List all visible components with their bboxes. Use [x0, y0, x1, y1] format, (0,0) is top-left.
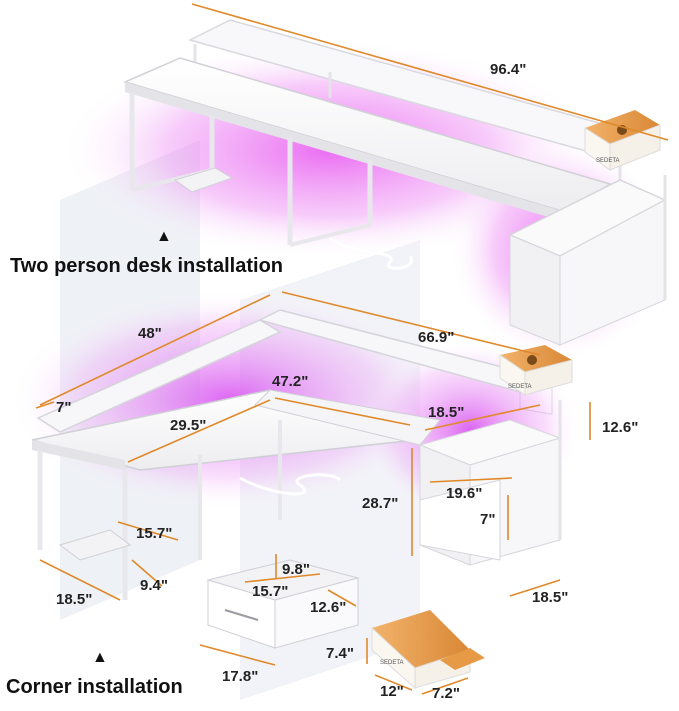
- dimension-lines: [35, 3, 669, 695]
- dimension-label: 12.6": [602, 419, 638, 436]
- brand-label: SEDETA: [596, 158, 620, 164]
- dimension-label: 28.7": [362, 495, 398, 512]
- dimension-label: 15.7": [252, 583, 288, 600]
- dimension-label: 9.8": [282, 561, 310, 578]
- dimension-label: 7": [480, 511, 495, 528]
- up-triangle-icon: ▲: [156, 228, 172, 245]
- dimension-label: 15.7": [136, 525, 172, 542]
- caption-two-person: Two person desk installation: [10, 255, 284, 277]
- dimension-label: 18.5": [532, 589, 568, 606]
- dimension-label: 7.2": [432, 685, 460, 702]
- brand-label: SEDETA: [508, 384, 532, 390]
- corner-desk: [10, 290, 580, 600]
- dimension-label: 96.4": [490, 61, 526, 78]
- brand-label: SEDETA: [380, 660, 404, 666]
- storage-box-detail: [371, 610, 485, 690]
- dimension-label: 17.8": [222, 668, 258, 685]
- two-person-desk: [60, 19, 670, 415]
- dimension-label: 19.6": [446, 485, 482, 502]
- dimension-label: 29.5": [170, 417, 206, 434]
- dimension-label: 18.5": [56, 591, 92, 608]
- dimension-label: 9.4": [140, 577, 168, 594]
- dimension-label: 7.4": [326, 645, 354, 662]
- dimension-label: 18.5": [428, 404, 464, 421]
- dimension-label: 47.2": [272, 373, 308, 390]
- caption-corner: Corner installation: [6, 676, 183, 698]
- dimension-label: 12.6": [310, 599, 346, 616]
- dimension-label: 66.9": [418, 329, 454, 346]
- dimension-label: 12": [380, 683, 404, 700]
- up-triangle-icon: ▲: [92, 649, 108, 666]
- dimension-label: 48": [138, 325, 162, 342]
- dimension-label: 7": [56, 399, 71, 416]
